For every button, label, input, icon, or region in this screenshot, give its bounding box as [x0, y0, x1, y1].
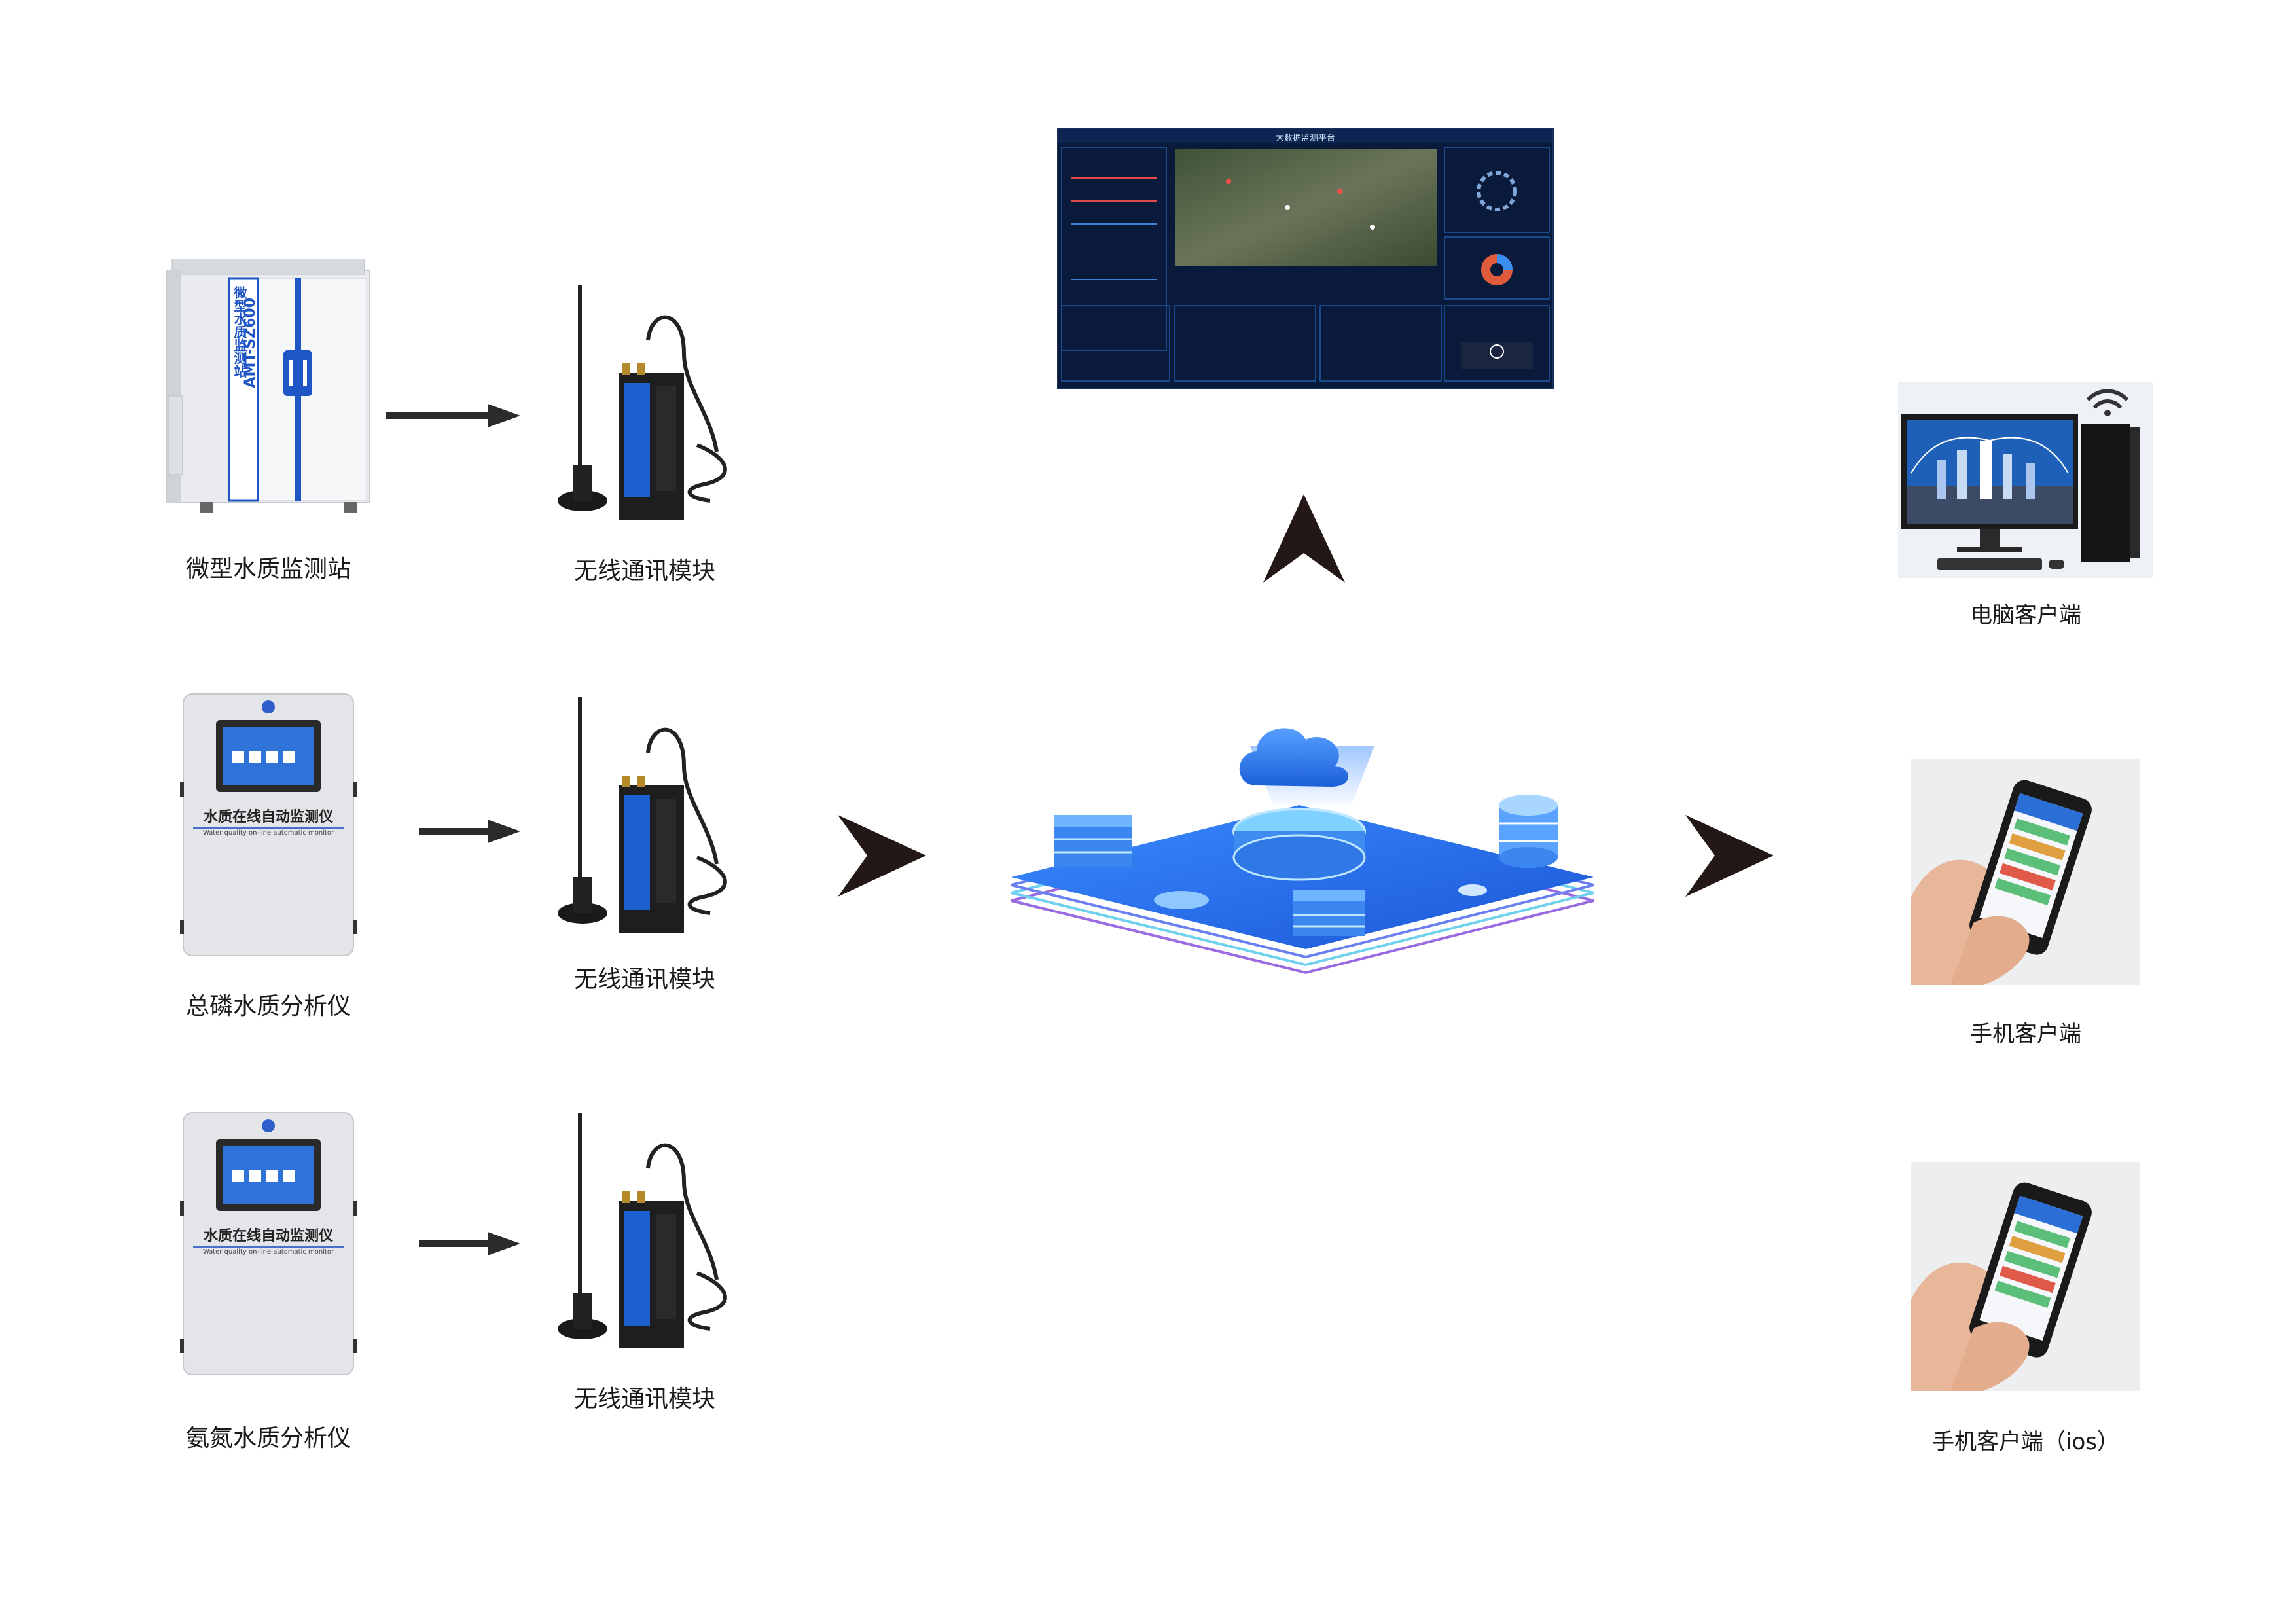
nh3-panel-en-text: Water quality on-line automatic monitor — [202, 1248, 334, 1255]
micro-station-image: AMT-SZ600 微型水质监测站 — [160, 259, 376, 520]
pc-client-label: 电脑客户端 — [1970, 602, 2081, 628]
arrow-right-icon — [386, 404, 520, 427]
wireless-module-label: 无线通讯模块 — [573, 558, 715, 585]
dashboard-screen: 大数据监测平台 — [1057, 128, 1554, 389]
arrow-right-icon — [419, 820, 520, 843]
wireless-module-image — [553, 1110, 736, 1358]
chevron-right-icon — [838, 815, 926, 897]
nh3-analyzer-image: 水质在线自动监测仪 Water quality on-line automati… — [180, 1110, 357, 1378]
wireless-module-label: 无线通讯模块 — [573, 1386, 715, 1413]
tp-analyzer-label: 总磷水质分析仪 — [185, 993, 351, 1020]
mobile-client-label: 手机客户端 — [1970, 1021, 2081, 1047]
dashboard-title: 大数据监测平台 — [1275, 134, 1335, 143]
station-name-text: 微型水质监测站 — [232, 286, 247, 378]
nh3-analyzer-label: 氨氮水质分析仪 — [185, 1425, 351, 1452]
chevron-right-icon — [1685, 815, 1774, 897]
wireless-module-label: 无线通讯模块 — [573, 966, 715, 993]
mobile-client-image — [1911, 759, 2140, 985]
tp-panel-en-text: Water quality on-line automatic monitor — [202, 829, 334, 837]
tp-analyzer-image: 水质在线自动监测仪 Water quality on-line automati… — [180, 691, 357, 959]
micro-station-label: 微型水质监测站 — [185, 556, 351, 583]
wireless-module-image — [553, 281, 736, 530]
wireless-module-image — [553, 694, 736, 943]
tp-panel-cn-text: 水质在线自动监测仪 — [203, 809, 333, 825]
cloud-platform-image — [998, 674, 1610, 1001]
ios-client-image — [1911, 1162, 2140, 1391]
nh3-panel-cn-text: 水质在线自动监测仪 — [203, 1228, 333, 1244]
arrow-right-icon — [419, 1232, 520, 1255]
ios-client-label: 手机客户端（ios） — [1932, 1429, 2119, 1455]
chevron-up-icon — [1263, 494, 1345, 583]
pc-client-image — [1898, 382, 2153, 578]
